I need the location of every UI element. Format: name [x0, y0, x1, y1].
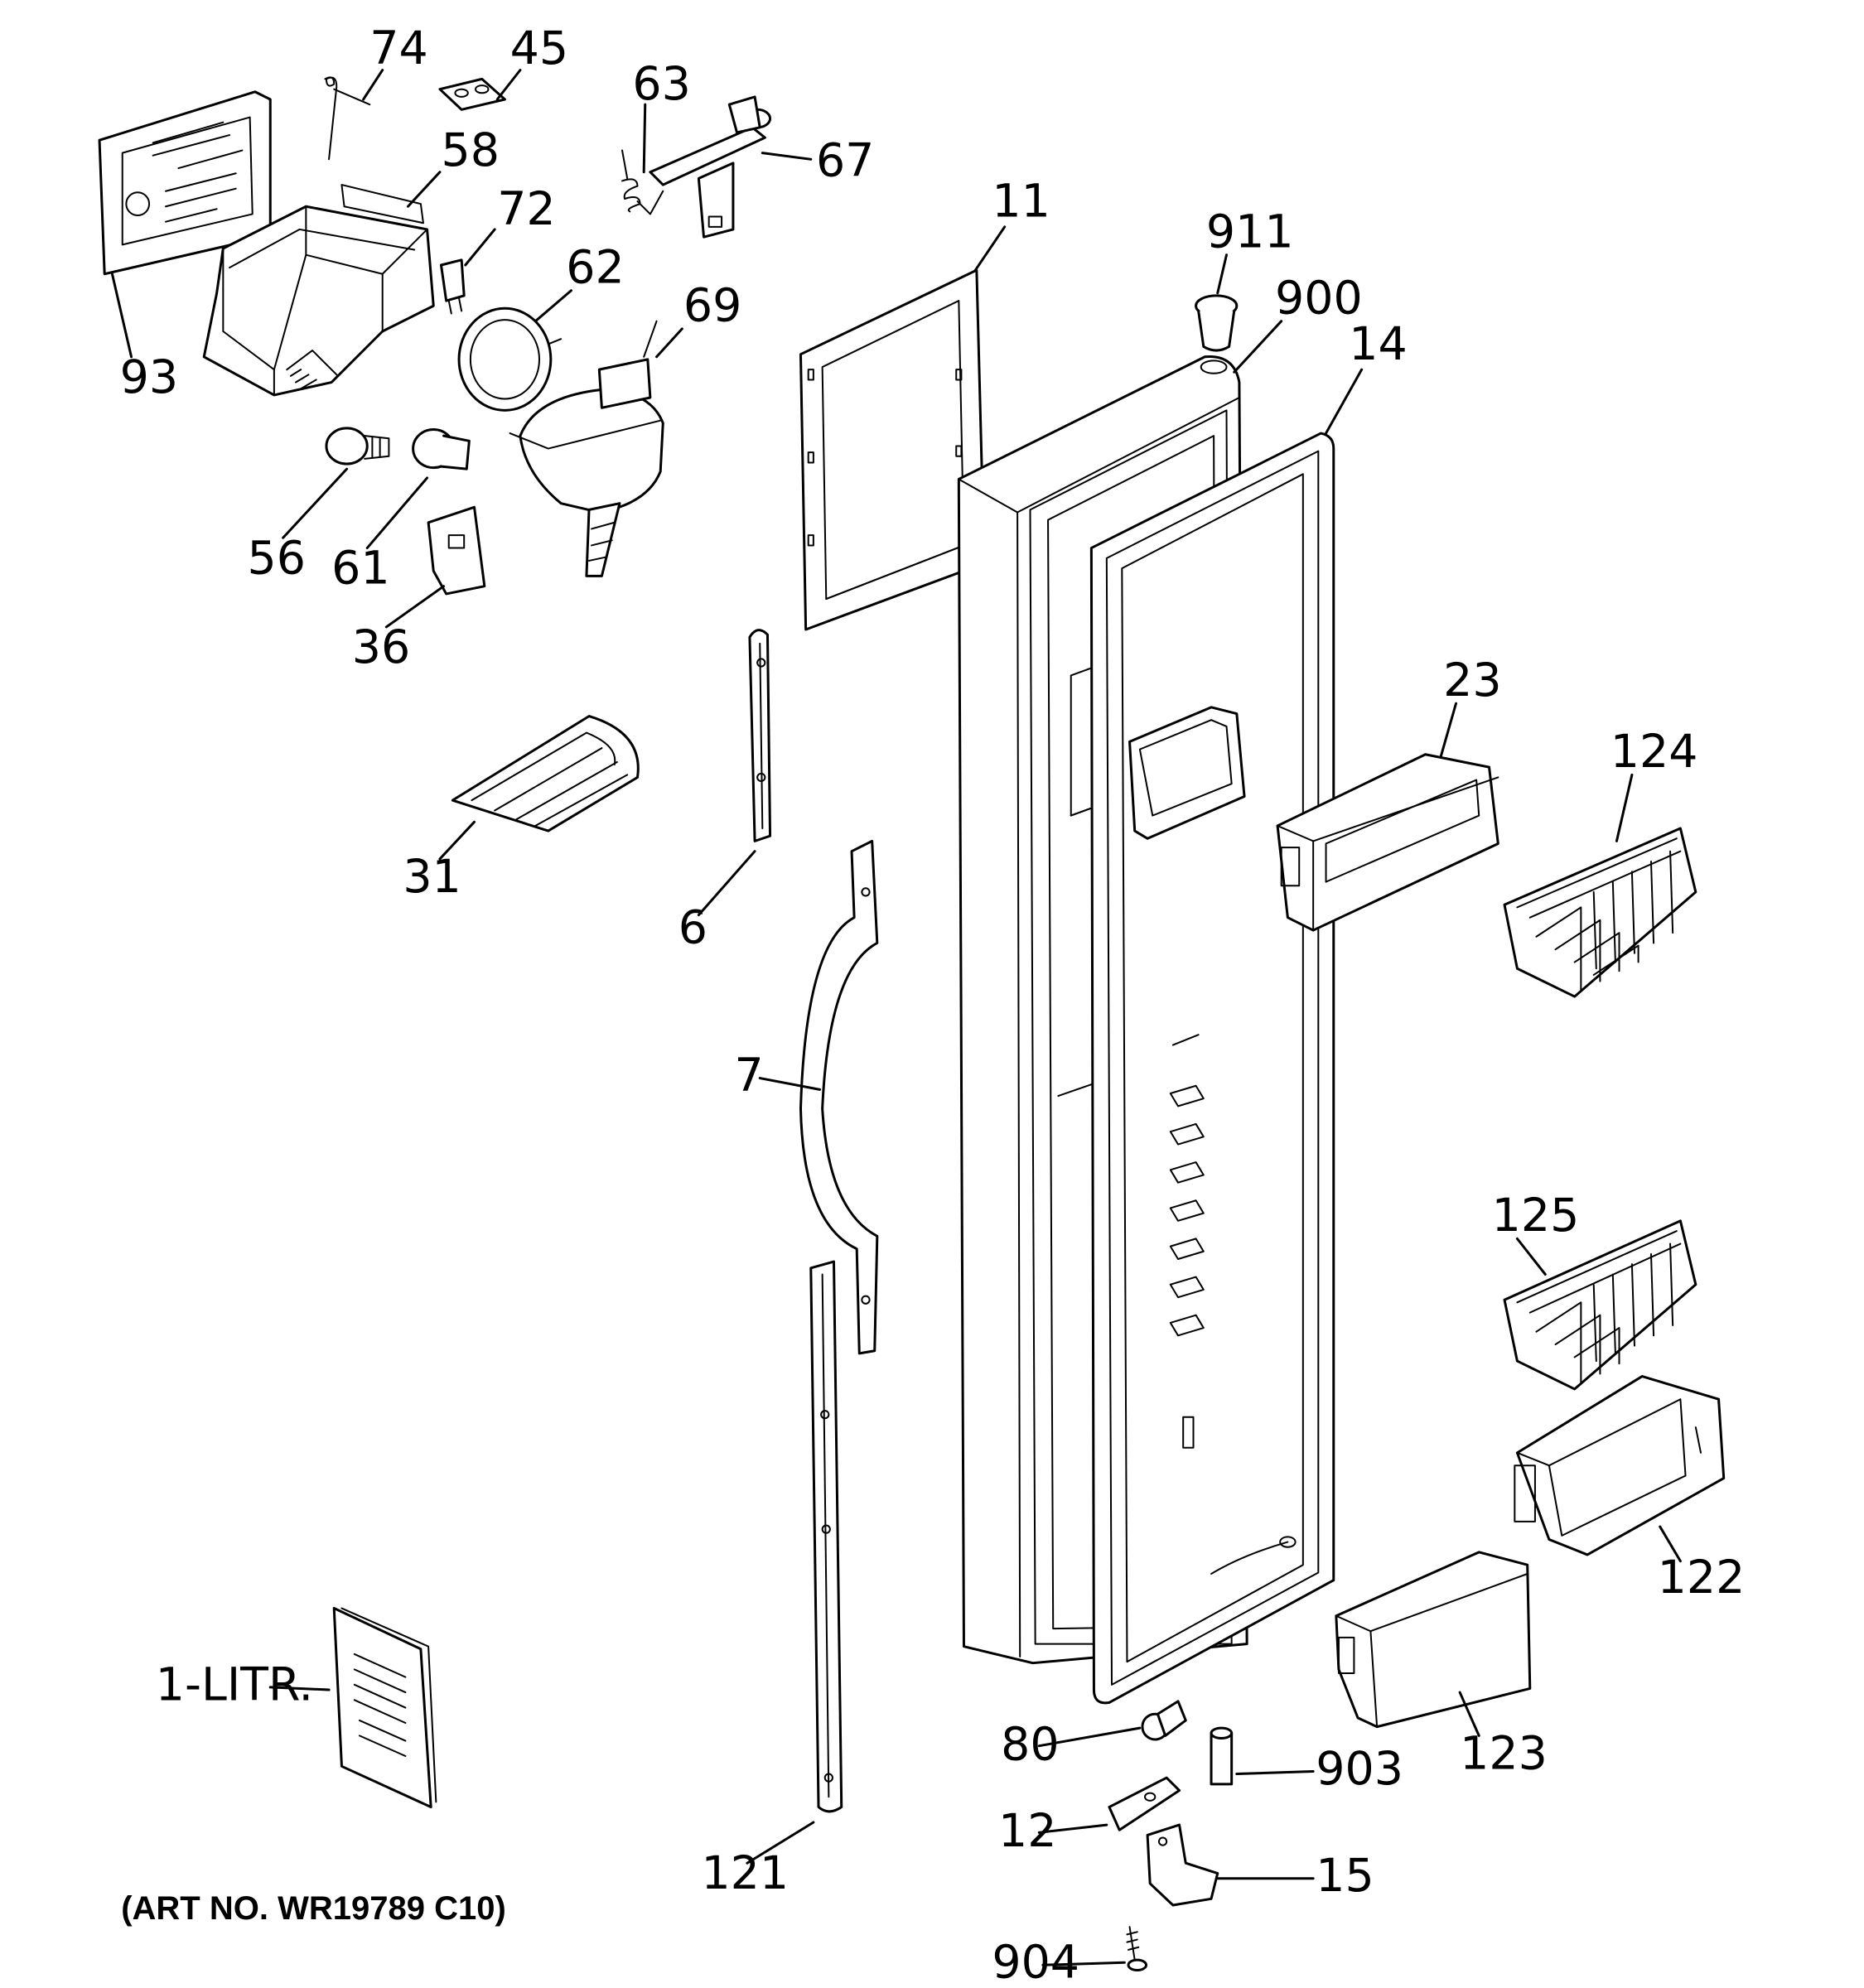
part-12-plate	[1109, 1778, 1180, 1830]
callout-31: 31	[403, 851, 461, 904]
callout-123: 123	[1460, 1727, 1548, 1780]
part-125-wire-basket	[1504, 1221, 1696, 1389]
callout-7: 7	[734, 1049, 763, 1103]
callout-12: 12	[998, 1805, 1056, 1858]
part-61-socket	[413, 429, 470, 469]
part-67-hinge-arm	[650, 97, 770, 237]
callout-911: 911	[1206, 205, 1294, 258]
callout-125: 125	[1492, 1189, 1580, 1242]
callout-45: 45	[510, 22, 568, 75]
part-911-cap	[1196, 296, 1237, 350]
part-45-bracket	[440, 79, 505, 109]
part-72-switch	[441, 260, 464, 314]
leader-lines	[112, 70, 1680, 1966]
callout-23: 23	[1443, 654, 1501, 707]
callout-labels: 74 45 63 67 58 72 62 69 93 56 61 36 11 9…	[120, 22, 1746, 1988]
callout-122: 122	[1658, 1551, 1746, 1604]
callout-62: 62	[566, 242, 624, 295]
callout-903: 903	[1316, 1743, 1403, 1796]
part-56-light-bulb	[326, 428, 389, 464]
callout-74: 74	[369, 22, 427, 75]
callout-1-litr: 1-LITR.	[156, 1658, 313, 1711]
callout-56: 56	[248, 532, 306, 585]
part-1-litr-booklet	[334, 1609, 436, 1807]
callout-63: 63	[632, 58, 690, 111]
part-36-bracket	[428, 507, 485, 594]
part-15-hinge	[1147, 1825, 1218, 1905]
callout-36: 36	[352, 621, 410, 674]
callout-904: 904	[992, 1937, 1079, 1988]
part-93-control-panel	[99, 92, 270, 274]
callout-6: 6	[678, 901, 707, 954]
callout-67: 67	[816, 134, 874, 187]
part-11-liner-panel	[800, 270, 984, 630]
callout-11: 11	[992, 176, 1050, 229]
part-31-cover	[452, 717, 638, 831]
part-69-ice-chute	[510, 321, 664, 577]
callout-72: 72	[497, 183, 555, 236]
part-904-screw	[1127, 1927, 1146, 1970]
part-80-plug	[1142, 1701, 1186, 1740]
callout-61: 61	[331, 543, 389, 596]
callout-124: 124	[1610, 726, 1698, 779]
part-14-gasket	[1091, 433, 1333, 1703]
part-903-pin	[1211, 1728, 1232, 1784]
callout-15: 15	[1316, 1850, 1374, 1903]
part-62-ring	[459, 308, 561, 410]
part-7-door-handle	[800, 841, 876, 1353]
part-58-dispenser-housing	[204, 185, 433, 395]
part-121-lower-trim	[811, 1262, 842, 1812]
part-74-spring	[325, 77, 369, 159]
part-122-door-bin	[1514, 1377, 1723, 1555]
callout-58: 58	[441, 124, 499, 177]
callout-14: 14	[1349, 318, 1407, 371]
callout-69: 69	[683, 280, 741, 333]
art-number: (ART NO. WR19789 C10)	[121, 1890, 506, 1927]
part-124-wire-basket	[1504, 828, 1696, 996]
part-23-door-bin	[1277, 755, 1498, 930]
callout-80: 80	[1001, 1719, 1059, 1772]
callout-93: 93	[120, 351, 178, 404]
part-6-trim-strip	[750, 630, 770, 842]
part-123-door-bin	[1336, 1552, 1530, 1727]
part-63-spring	[622, 151, 663, 215]
callout-121: 121	[701, 1847, 789, 1900]
callout-900: 900	[1275, 272, 1363, 325]
